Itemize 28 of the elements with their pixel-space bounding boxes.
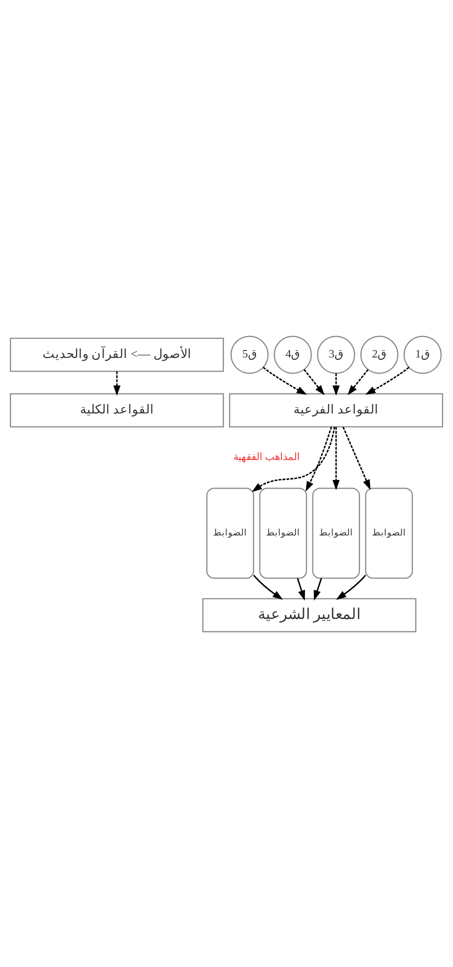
arrow [306, 426, 332, 492]
node-box: المعايير الشرعية [202, 598, 416, 632]
arrow [336, 574, 366, 600]
node-box: الضوابط [259, 487, 308, 578]
node-circle: ق5 [230, 335, 269, 374]
arrow [365, 366, 410, 394]
arrow [296, 578, 306, 600]
node-box: الضوابط [206, 487, 254, 578]
arrow [253, 574, 283, 600]
node-box: الضوابط [365, 487, 413, 578]
arrow [348, 368, 369, 395]
node-box: القواعد الكلية [10, 392, 224, 427]
node-circle: ق2 [360, 335, 398, 374]
node-circle: ق4 [274, 335, 312, 374]
arrow [262, 366, 307, 394]
arrow [304, 368, 325, 395]
node-circle: ق1 [404, 335, 442, 374]
arrow [252, 426, 336, 492]
node-box: الضوابط [312, 487, 360, 578]
node-circle: ق3 [317, 335, 356, 374]
arrow [113, 370, 121, 396]
arrow [332, 372, 340, 396]
arrow [314, 578, 322, 600]
node-box: الأصول —> القرآن والحديث [10, 337, 224, 372]
label: المذاهب الفقهية [233, 452, 300, 463]
arrow [332, 426, 340, 490]
arrow [342, 426, 370, 490]
node-box: القواعد الفرعية [229, 392, 444, 427]
